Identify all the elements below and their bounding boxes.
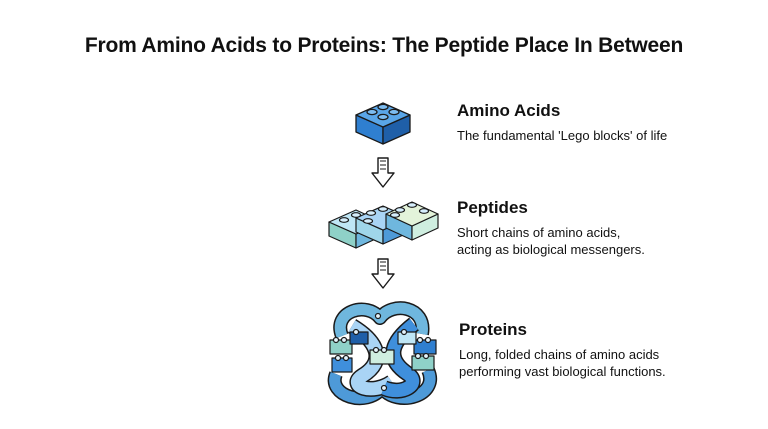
stage-heading: Proteins bbox=[459, 320, 528, 339]
lego-chain-icon bbox=[326, 196, 442, 252]
stage-heading: Amino Acids bbox=[457, 101, 561, 120]
stage-description: Long, folded chains of amino acids bbox=[459, 347, 660, 362]
stage-proteins: Proteins Long, folded chains of amino ac… bbox=[459, 320, 666, 380]
single-lego-brick-icon bbox=[352, 95, 414, 147]
stage-description: acting as biological messengers. bbox=[457, 242, 645, 257]
down-arrow-icon bbox=[370, 258, 396, 290]
stage-amino-acids: Amino Acids The fundamental 'Lego blocks… bbox=[457, 101, 667, 144]
down-arrow-icon bbox=[370, 157, 396, 189]
stage-description: Short chains of amino acids, bbox=[457, 225, 621, 240]
stage-peptides: Peptides Short chains of amino acids, ac… bbox=[457, 198, 645, 258]
stage-description: The fundamental 'Lego blocks' of life bbox=[457, 128, 668, 143]
page-title: From Amino Acids to Proteins: The Peptid… bbox=[84, 34, 684, 57]
stage-description: performing vast biological functions. bbox=[459, 364, 666, 379]
stage-heading: Peptides bbox=[457, 198, 528, 217]
folded-lego-structure-icon bbox=[322, 296, 444, 408]
